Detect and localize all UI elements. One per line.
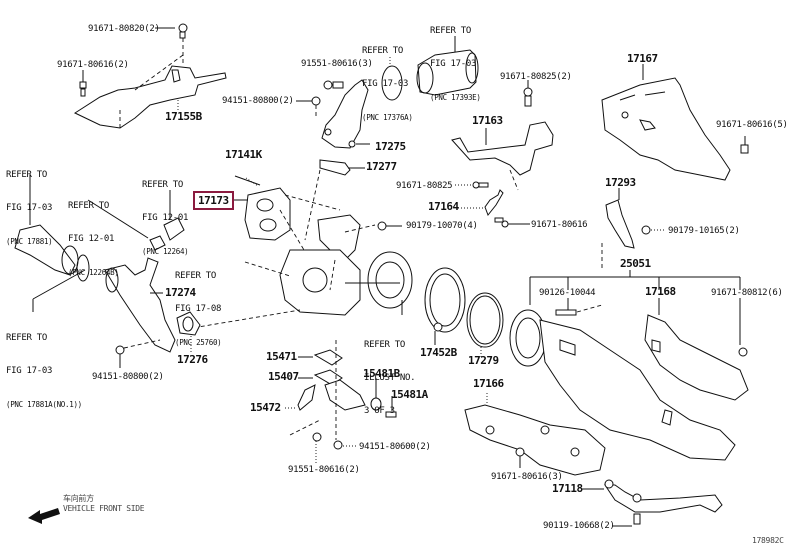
figure-code: 178982C	[752, 536, 784, 545]
part-label-17275[interactable]: 17275	[375, 140, 406, 153]
reference-line-1: REFER TO	[142, 180, 183, 190]
part-label-25051[interactable]: 25051	[620, 257, 651, 270]
part-label-17164[interactable]: 17164	[428, 200, 459, 213]
part-label-91671-80820[interactable]: 91671-80820(2)	[88, 24, 160, 34]
reference-pnc: (PNC 17376A)	[362, 113, 413, 122]
oil-pipe-drawing	[285, 340, 397, 465]
bracket-17275-drawing	[296, 57, 403, 149]
reference-note-illust-3-of-3[interactable]: REFER TO ILLUST NO. 3 OF 3	[364, 318, 415, 439]
reference-note-12264[interactable]: REFER TO FIG 12-01 (PNC 12264)	[142, 158, 189, 279]
reference-note-17393e[interactable]: REFER TO FIG 17-03 (PNC 17393E)	[430, 4, 481, 125]
reference-line-2: FIG 17-03	[6, 366, 53, 376]
reference-line-1: REFER TO	[362, 46, 403, 56]
part-label-94151-80800-bottom[interactable]: 94151-80800(2)	[92, 372, 164, 382]
part-label-17166[interactable]: 17166	[473, 377, 504, 390]
part-label-17168[interactable]: 17168	[645, 285, 676, 298]
part-label-91671-80616-3[interactable]: 91671-80616(3)	[491, 472, 563, 482]
part-label-17277[interactable]: 17277	[366, 160, 397, 173]
part-label-90179-10165[interactable]: 90179-10165(2)	[668, 226, 740, 236]
part-label-90179-10070[interactable]: 90179-10070(4)	[406, 221, 478, 231]
part-label-17293[interactable]: 17293	[605, 176, 636, 189]
turbocharger-drawing	[179, 159, 413, 331]
reference-pnc: (PNC 12264B)	[68, 268, 119, 277]
reference-note-17376a[interactable]: REFER TO FIG 17-03 (PNC 17376A)	[362, 24, 413, 145]
part-label-91671-80616-5[interactable]: 91671-80616(5)	[716, 120, 788, 130]
reference-pnc: (PNC 17393E)	[430, 93, 481, 102]
bracket-17163-drawing	[451, 80, 554, 228]
reference-line-2: FIG 12-01	[142, 213, 189, 223]
reference-line-3: 3 OF 3	[364, 406, 395, 416]
part-label-17167[interactable]: 17167	[627, 52, 658, 65]
part-label-15471[interactable]: 15471	[266, 350, 297, 363]
part-label-90126-10044[interactable]: 90126-10044	[539, 288, 596, 298]
reference-note-12264b[interactable]: REFER TO FIG 12-01 (PNC 12264B)	[68, 179, 119, 300]
part-label-17163[interactable]: 17163	[472, 114, 503, 127]
part-label-15472[interactable]: 15472	[250, 401, 281, 414]
reference-line-1: REFER TO	[6, 333, 47, 343]
stay-17293-drawing	[601, 188, 664, 270]
vehicle-front-label-en: VEHICLE FRONT SIDE	[63, 504, 145, 513]
reference-line-1: REFER TO	[68, 201, 109, 211]
reference-note-17881[interactable]: REFER TO FIG 17-03 (PNC 17881)	[6, 148, 53, 269]
part-label-17274[interactable]: 17274	[165, 286, 196, 299]
reference-line-1: REFER TO	[6, 170, 47, 180]
arrow-left-icon	[28, 508, 60, 524]
reference-line-2: FIG 17-03	[6, 203, 53, 213]
insulator-17168-drawing	[644, 314, 749, 401]
reference-pnc: (PNC 25760)	[175, 338, 222, 347]
reference-line-2: FIG 17-08	[175, 304, 222, 314]
reference-pnc: (PNC 12264)	[142, 247, 189, 256]
bracket-17155b-drawing	[73, 23, 227, 129]
part-label-91551-80616-2[interactable]: 91551-80616(2)	[288, 465, 360, 475]
reference-line-1: REFER TO	[430, 26, 471, 36]
part-label-91551-80616-3[interactable]: 91551-80616(3)	[301, 59, 373, 69]
reference-line-2: ILLUST NO.	[364, 373, 416, 383]
part-label-91671-80616[interactable]: 91671-80616	[531, 220, 588, 230]
vehicle-front-label-cn: 车向前方	[63, 494, 94, 503]
part-label-17276[interactable]: 17276	[177, 353, 208, 366]
part-label-91671-80616-2[interactable]: 91671-80616(2)	[57, 60, 129, 70]
part-label-17279[interactable]: 17279	[468, 354, 499, 367]
part-label-91671-80812[interactable]: 91671-80812(6)	[711, 288, 783, 298]
part-label-17141k[interactable]: 17141K	[225, 148, 262, 161]
part-label-17155b[interactable]: 17155B	[165, 110, 202, 123]
part-label-94151-80800-top[interactable]: 94151-80800(2)	[222, 96, 294, 106]
insulator-17167-drawing	[601, 64, 749, 181]
gaskets-drawing	[424, 267, 504, 357]
reference-note-17881a[interactable]: REFER TO FIG 17-03 (PNC 17881A(NO.1))	[6, 311, 82, 432]
part-label-90119-10668[interactable]: 90119-10668(2)	[543, 521, 615, 531]
reference-pnc: (PNC 17881A(NO.1))	[6, 400, 82, 409]
pipe-17274-drawing	[14, 175, 201, 368]
reference-line-2: FIG 12-01	[68, 234, 115, 244]
pipe-17393e-drawing	[416, 36, 479, 96]
part-label-15407[interactable]: 15407	[268, 370, 299, 383]
part-label-94151-80600[interactable]: 94151-80600(2)	[359, 442, 431, 452]
reference-line-2: FIG 17-03	[362, 79, 409, 89]
part-label-17118[interactable]: 17118	[552, 482, 583, 495]
reference-note-25760[interactable]: REFER TO FIG 17-08 (PNC 25760)	[175, 249, 222, 370]
converter-drawing	[509, 309, 736, 461]
part-label-15481a[interactable]: 15481A	[391, 388, 428, 401]
part-label-15481b[interactable]: 15481B	[363, 367, 400, 380]
reference-line-1: REFER TO	[175, 271, 216, 281]
part-label-17173-highlighted[interactable]: 17173	[193, 191, 234, 210]
reference-pnc: (PNC 17881)	[6, 237, 53, 246]
reference-line-1: REFER TO	[364, 340, 405, 350]
part-label-91671-80825-2[interactable]: 91671-80825(2)	[500, 72, 572, 82]
insulator-17166-drawing	[464, 393, 606, 476]
part-label-17452b[interactable]: 17452B	[420, 346, 457, 359]
stay-17118-drawing	[582, 479, 723, 527]
converter-25051-callout-lines	[529, 270, 748, 357]
reference-line-2: FIG 17-03	[430, 59, 477, 69]
part-label-91671-80825[interactable]: 91671-80825	[396, 181, 453, 191]
